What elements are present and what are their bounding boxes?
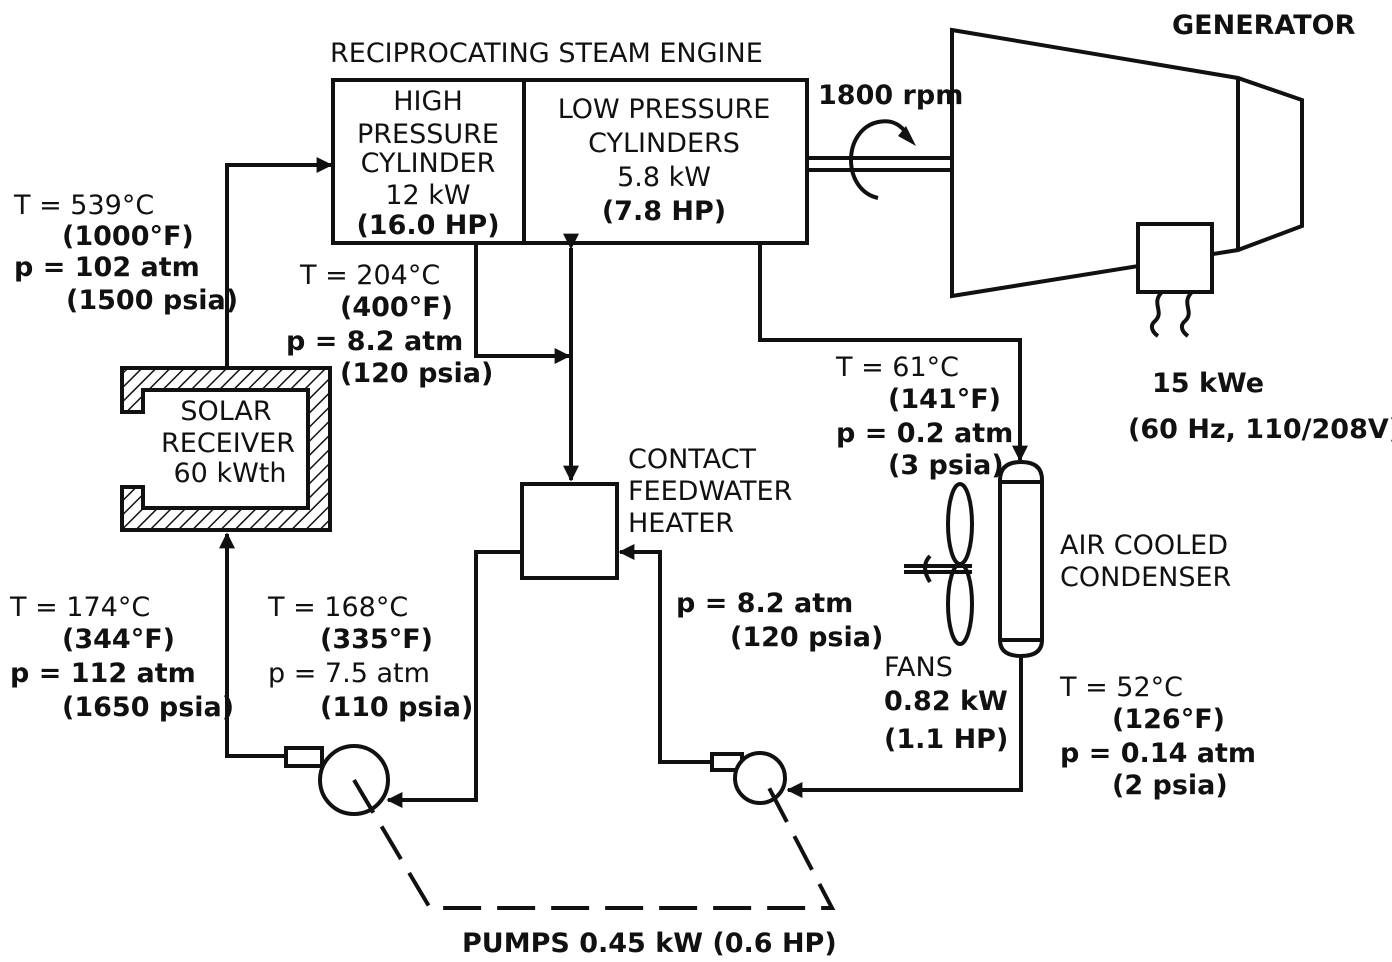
svg-text:T = 539°C: T = 539°C [13, 190, 154, 221]
pipe-hp-exhaust [474, 243, 571, 364]
svg-text:(2 psia): (2 psia) [1112, 770, 1228, 801]
generator [950, 27, 1304, 338]
state-lp-exhaust: T = 61°C (141°F) p = 0.2 atm (3 psia) [835, 352, 1013, 481]
condenser-body [998, 459, 1044, 659]
state-receiver-out: T = 539°C (1000°F) p = 102 atm (1500 psi… [13, 190, 238, 316]
pump-drive-line [352, 778, 836, 910]
svg-text:AIR COOLED: AIR COOLED [1060, 530, 1228, 561]
svg-text:HIGH: HIGH [393, 86, 463, 117]
generator-title: GENERATOR [1172, 10, 1356, 41]
svg-text:60 kWth: 60 kWth [174, 458, 287, 489]
rotation-arrowhead-icon [898, 126, 916, 146]
output-lead-left [1149, 290, 1164, 338]
hp-cylinder-label: HIGH PRESSURE CYLINDER 12 kW (16.0 HP) [356, 86, 499, 241]
svg-text:p = 0.2 atm: p = 0.2 atm [836, 418, 1013, 449]
pipe-receiver-to-engine [225, 157, 333, 368]
svg-text:CONTACT: CONTACT [628, 444, 757, 475]
high-pressure-pump-icon [284, 744, 390, 816]
svg-text:CYLINDER: CYLINDER [361, 148, 496, 179]
state-pump-to-heater: p = 8.2 atm (120 psia) [676, 588, 883, 653]
pipe-lp-exhaust [758, 243, 1028, 462]
svg-text:(344°F): (344°F) [62, 624, 175, 655]
heater-label: CONTACT FEEDWATER HEATER [628, 444, 792, 539]
svg-text:(16.0 HP): (16.0 HP) [356, 210, 499, 241]
pipe-pump-to-heater [618, 544, 726, 764]
svg-text:p = 102 atm: p = 102 atm [14, 252, 200, 283]
svg-text:(110 psia): (110 psia) [320, 692, 473, 723]
svg-text:T = 61°C: T = 61°C [835, 352, 959, 383]
lp-cylinders-label: LOW PRESSURE CYLINDERS 5.8 kW (7.8 HP) [558, 94, 771, 227]
svg-text:T = 52°C: T = 52°C [1059, 672, 1183, 703]
state-hp-exhaust: T = 204°C (400°F) p = 8.2 atm (120 psia) [286, 260, 493, 389]
engine-block [331, 78, 809, 245]
svg-text:CONDENSER: CONDENSER [1060, 562, 1231, 593]
svg-text:(400°F): (400°F) [340, 292, 453, 323]
svg-text:(335°F): (335°F) [320, 624, 433, 655]
state-condensate: T = 52°C (126°F) p = 0.14 atm (2 psia) [1059, 672, 1256, 801]
fan-icon [904, 482, 974, 646]
svg-text:p = 7.5 atm: p = 7.5 atm [268, 658, 430, 689]
svg-text:LOW PRESSURE: LOW PRESSURE [558, 94, 771, 125]
svg-text:5.8 kW: 5.8 kW [617, 162, 711, 193]
svg-text:SOLAR: SOLAR [180, 396, 271, 427]
svg-text:(1500 psia): (1500 psia) [66, 285, 238, 316]
fans-label: FANS 0.82 kW (1.1 HP) [884, 652, 1008, 755]
svg-text:p = 8.2 atm: p = 8.2 atm [676, 588, 853, 619]
svg-text:FEEDWATER: FEEDWATER [628, 476, 792, 507]
svg-text:(120 psia): (120 psia) [340, 358, 493, 389]
generator-body [950, 27, 1304, 299]
feedwater-heater [520, 482, 619, 580]
pipe-condenser-to-pump [786, 656, 1023, 798]
svg-text:(120 psia): (120 psia) [730, 622, 883, 653]
pumps-label: PUMPS 0.45 kW (0.6 HP) [462, 928, 837, 959]
engine-speed: 1800 rpm [818, 80, 963, 111]
pipe-pump-to-receiver [219, 532, 286, 758]
svg-text:HEATER: HEATER [628, 508, 734, 539]
svg-text:(3 psia): (3 psia) [888, 450, 1004, 481]
generator-output: 15 kWe [1152, 368, 1264, 399]
terminal-box [1136, 222, 1214, 294]
svg-text:T = 174°C: T = 174°C [9, 592, 150, 623]
svg-text:p = 8.2 atm: p = 8.2 atm [286, 326, 463, 357]
svg-text:(126°F): (126°F) [1112, 704, 1225, 735]
generator-spec: (60 Hz, 110/208V) [1128, 414, 1392, 445]
svg-text:CYLINDERS: CYLINDERS [588, 128, 740, 159]
condenser-label: AIR COOLED CONDENSER [1060, 530, 1231, 593]
svg-text:(7.8 HP): (7.8 HP) [602, 196, 726, 227]
state-receiver-in: T = 174°C (344°F) p = 112 atm (1650 psia… [9, 592, 234, 723]
condenser [998, 459, 1044, 659]
svg-text:FANS: FANS [884, 652, 953, 683]
svg-text:RECEIVER: RECEIVER [161, 428, 295, 459]
svg-text:(1650 psia): (1650 psia) [62, 692, 234, 723]
svg-text:p = 112 atm: p = 112 atm [10, 658, 196, 689]
svg-text:T = 204°C: T = 204°C [299, 260, 440, 291]
svg-text:T = 168°C: T = 168°C [267, 592, 408, 623]
pipe-heater-to-pump [386, 550, 522, 808]
engine-title: RECIPROCATING STEAM ENGINE [330, 38, 763, 69]
receiver-label: SOLAR RECEIVER 60 kWth [161, 396, 295, 489]
svg-text:(1.1 HP): (1.1 HP) [884, 724, 1008, 755]
svg-text:0.82 kW: 0.82 kW [884, 686, 1008, 717]
svg-text:(141°F): (141°F) [888, 384, 1001, 415]
svg-text:(1000°F): (1000°F) [62, 221, 194, 252]
svg-text:PRESSURE: PRESSURE [357, 119, 499, 150]
svg-text:p = 0.14 atm: p = 0.14 atm [1060, 738, 1256, 769]
rotation-arrow-icon [849, 119, 912, 200]
output-lead-right [1179, 290, 1194, 338]
steam-engine [331, 78, 809, 245]
solar-receiver [120, 366, 332, 532]
state-heater-out: T = 168°C (335°F) p = 7.5 atm (110 psia) [267, 592, 473, 723]
svg-text:12 kW: 12 kW [385, 180, 470, 211]
